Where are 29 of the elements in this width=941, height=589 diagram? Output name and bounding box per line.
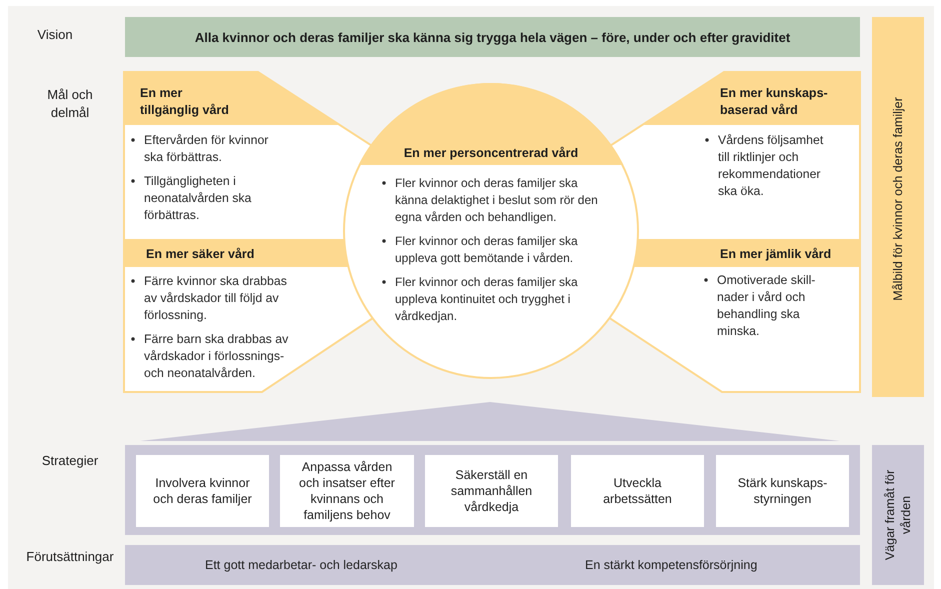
prerequisite-text: En stärkt kompetensförsörjning: [585, 557, 758, 573]
goal-heading: En mer säker vård: [146, 246, 256, 263]
strategy-panel: [125, 445, 860, 535]
vision-statement: Alla kvinnor och deras familjer ska känna sig trygga hela vägen – före, under och efter graviditet: [194, 30, 790, 44]
row-label: Mål och delmål: [46, 86, 94, 122]
row-label: Vision: [36, 26, 74, 44]
vertical-heading: Vägar framåt för vården: [882, 468, 914, 562]
prerequisites-band: [125, 545, 860, 585]
goal-heading: En mer tillgänglig vård: [140, 85, 230, 119]
vision-banner: [125, 17, 860, 57]
row-label: Strategier: [40, 452, 100, 470]
strategy-text: Säkerställ en sammanhållen vårdkedja: [450, 467, 534, 515]
goal-heading: En mer jämlik vård: [720, 246, 832, 263]
strategy-box: [136, 455, 269, 527]
strategy-box: [571, 455, 704, 527]
strategy-text: Stärk kunskaps- styrningen: [736, 475, 828, 507]
strategy-box: [425, 455, 558, 527]
strategy-box: [280, 455, 414, 527]
strategy-box: [716, 455, 849, 527]
prerequisite-text: Ett gott medarbetar- och ledarskap: [205, 557, 398, 573]
side-banner: [872, 445, 924, 585]
goal-heading: En mer kunskaps- baserad vård: [720, 85, 829, 119]
side-banner: [872, 17, 924, 397]
vertical-heading: Målbild för kvinnor och deras familjer: [890, 96, 906, 303]
strategy-text: Anpassa vården och insatser efter kvinnans och familjens behov: [298, 459, 396, 523]
row-label: Förutsättningar: [25, 548, 115, 566]
strategy-text: Involvera kvinnor och deras familjer: [152, 475, 253, 507]
strategy-text: Utveckla arbetssätten: [602, 475, 673, 507]
goal-heading: En mer personcentrerad vård: [402, 145, 580, 162]
